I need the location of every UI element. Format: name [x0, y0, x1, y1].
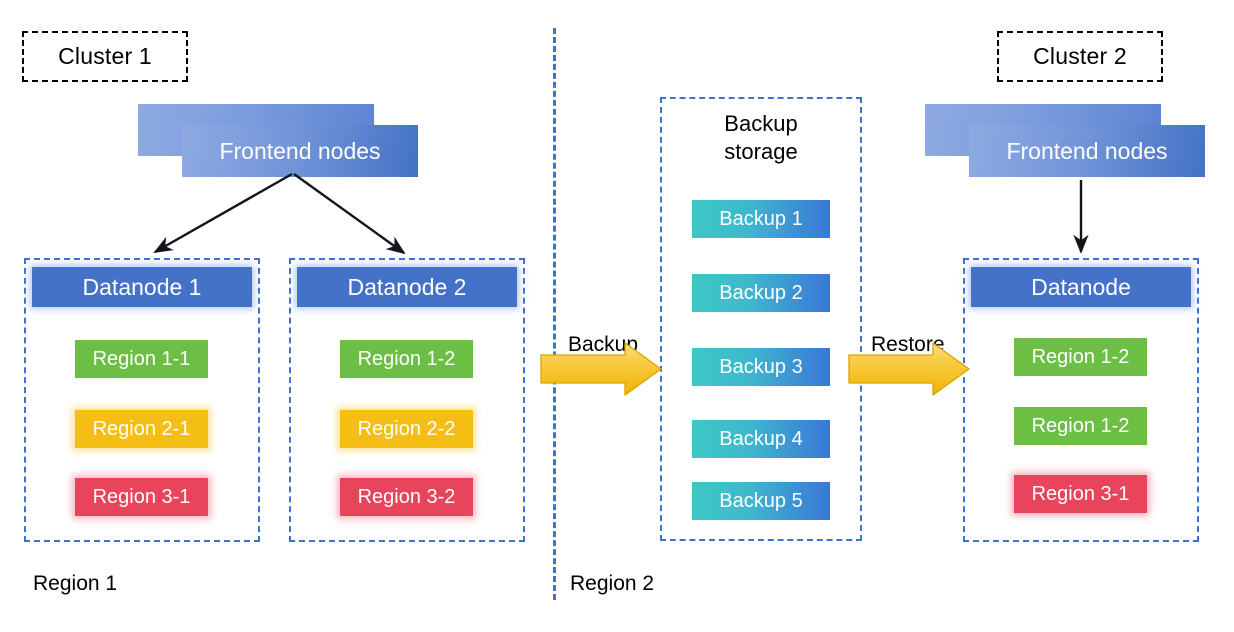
region-chip-1-2-label: Region 1-2	[357, 347, 456, 370]
region-chip-3-2-label: Region 3-2	[357, 485, 456, 508]
region-chip-1-1-label: Region 1-1	[92, 347, 191, 370]
datanode-1-header[interactable]: Datanode 1	[32, 267, 252, 307]
backup-storage-title: Backup storage	[661, 110, 861, 166]
cluster-2-region-chip-1[interactable]: Region 1-2	[1014, 338, 1147, 376]
cluster-1-frontend-nodes-label: Frontend nodes	[219, 137, 381, 164]
restore-flow-label: Restore	[871, 333, 945, 357]
datanode-2-header[interactable]: Datanode 2	[297, 267, 517, 307]
backup-chip-4-label: Backup 4	[719, 427, 803, 450]
frontend-nodes-front-sheet: Frontend nodes	[182, 125, 418, 177]
arrow-frontend-to-datanode-2	[293, 173, 406, 255]
region-chip-3-2[interactable]: Region 3-2	[340, 478, 473, 516]
region-chip-3-1-label: Region 3-1	[92, 485, 191, 508]
cluster-2-frontend-nodes[interactable]: Frontend nodes	[925, 104, 1209, 180]
region-chip-1-2[interactable]: Region 1-2	[340, 340, 473, 378]
cluster-2-region-chip-2-label: Region 1-2	[1031, 414, 1130, 437]
region-chip-1-1[interactable]: Region 1-1	[75, 340, 208, 378]
region-chip-2-1-label: Region 2-1	[92, 417, 191, 440]
backup-flow-label: Backup	[568, 333, 638, 357]
backup-storage-title-line-1: Backup	[724, 111, 798, 136]
cluster-2-datanode-title: Datanode	[1031, 273, 1131, 300]
arrow-frontend-to-datanode-1	[153, 172, 293, 254]
cluster-2-tag-label: Cluster 2	[1033, 43, 1127, 69]
backup-chip-2[interactable]: Backup 2	[692, 274, 830, 312]
region-divider	[553, 28, 556, 600]
backup-chip-5[interactable]: Backup 5	[692, 482, 830, 520]
cluster-1-tag: Cluster 1	[22, 31, 188, 82]
backup-chip-3-label: Backup 3	[719, 355, 803, 378]
datanode-2-title: Datanode 2	[347, 273, 467, 300]
cluster-2-datanode-header[interactable]: Datanode	[971, 267, 1191, 307]
backup-chip-5-label: Backup 5	[719, 489, 803, 512]
region-chip-2-2[interactable]: Region 2-2	[340, 410, 473, 448]
cluster-2-region-chip-2[interactable]: Region 1-2	[1014, 407, 1147, 445]
cluster-1-frontend-nodes[interactable]: Frontend nodes	[138, 104, 422, 180]
region-chip-2-2-label: Region 2-2	[357, 417, 456, 440]
backup-storage-container	[660, 97, 862, 541]
region-1-label-text: Region 1	[33, 572, 118, 595]
region-chip-3-1[interactable]: Region 3-1	[75, 478, 208, 516]
restore-flow-label-text: Restore	[871, 333, 945, 356]
cluster-2-region-chip-3-label: Region 3-1	[1031, 482, 1130, 505]
region-1-label: Region 1	[33, 572, 117, 596]
cluster-2-datanode-container	[963, 258, 1199, 542]
backup-chip-3[interactable]: Backup 3	[692, 348, 830, 386]
backup-storage-title-line-2: storage	[724, 139, 798, 165]
backup-chip-2-label: Backup 2	[719, 281, 803, 304]
cluster-2-region-chip-1-label: Region 1-2	[1031, 345, 1130, 368]
cluster-1-tag-label: Cluster 1	[58, 43, 152, 69]
backup-chip-1-label: Backup 1	[719, 207, 803, 230]
backup-chip-4[interactable]: Backup 4	[692, 420, 830, 458]
cluster-2-tag: Cluster 2	[997, 31, 1163, 82]
cluster-2-region-chip-3[interactable]: Region 3-1	[1014, 475, 1147, 513]
datanode-2-container	[289, 258, 525, 542]
datanode-1-title: Datanode 1	[82, 273, 202, 300]
region-chip-2-1[interactable]: Region 2-1	[75, 410, 208, 448]
region-2-label: Region 2	[570, 572, 654, 596]
backup-chip-1[interactable]: Backup 1	[692, 200, 830, 238]
cluster-2-frontend-nodes-label: Frontend nodes	[1006, 137, 1168, 164]
region-2-label-text: Region 2	[570, 572, 655, 595]
backup-flow-label-text: Backup	[568, 333, 639, 356]
frontend-nodes-front-sheet: Frontend nodes	[969, 125, 1205, 177]
datanode-1-container	[24, 258, 260, 542]
